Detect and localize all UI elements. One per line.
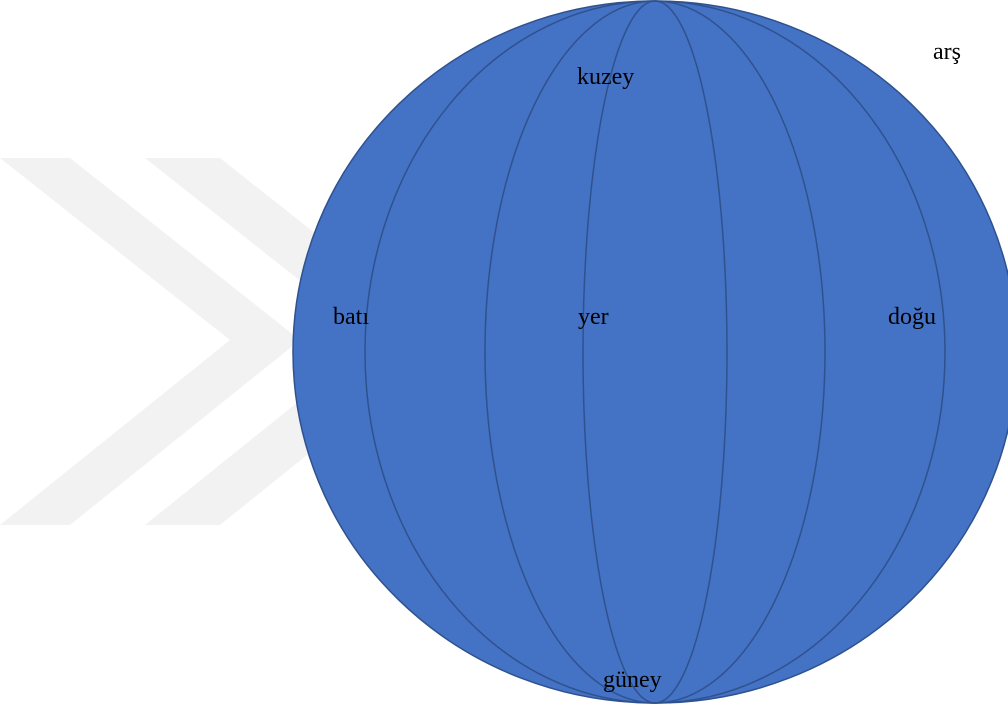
label-yer: yer <box>578 305 609 329</box>
label-bati: batı <box>333 305 369 329</box>
label-kuzey: kuzey <box>577 65 634 89</box>
label-guney: güney <box>603 668 662 692</box>
label-dogu: doğu <box>888 305 936 329</box>
globe-sphere <box>293 1 1008 703</box>
label-ars: arş <box>933 40 961 64</box>
